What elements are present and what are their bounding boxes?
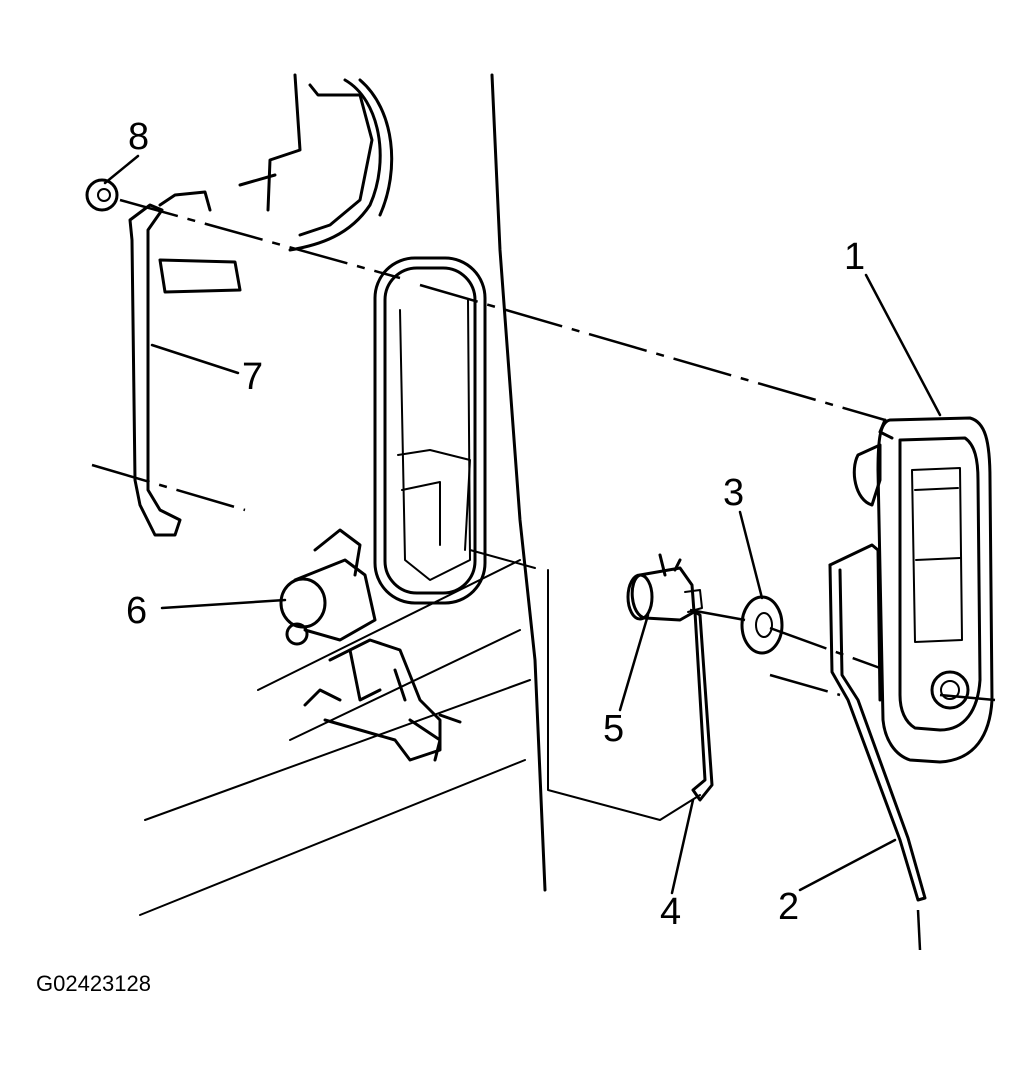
part-6-actuator [279,528,462,762]
door-body [139,73,547,916]
callout-3: 3 [723,472,745,514]
part-7-rod [128,190,242,537]
part-5-lock-cylinder [626,553,703,622]
part-2-rod [828,543,927,902]
alignment-lines [91,198,996,951]
callout-6: 6 [126,590,148,632]
callout-1: 1 [844,236,866,278]
leader-lines [103,154,942,895]
callout-8: 8 [128,116,150,158]
callout-2: 2 [778,886,800,928]
part-8-nut [85,178,119,212]
part-1-outside-handle [852,416,994,764]
part-4-lock-rod [469,549,714,821]
figure-id: G02423128 [36,971,151,996]
callout-4: 4 [660,891,682,933]
callout-7: 7 [242,356,264,398]
door-handle-opening [373,256,487,605]
part-3-gasket [740,595,784,655]
callout-5: 5 [603,708,625,750]
